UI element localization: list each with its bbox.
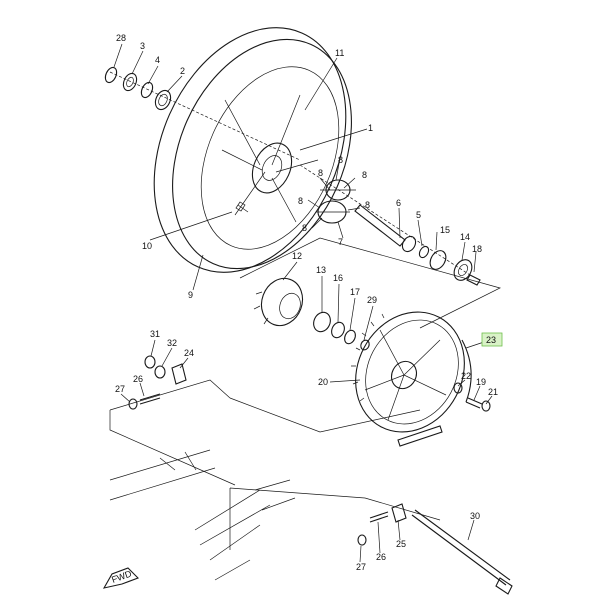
sprocket-group-box: [239, 237, 501, 329]
callout-3: 3: [140, 41, 145, 51]
callout-7: 7: [338, 237, 343, 247]
fwd-label: FWD: [110, 568, 133, 585]
callout-6: 6: [396, 198, 401, 208]
callout-4: 4: [155, 55, 160, 65]
callout-20: 20: [318, 377, 328, 387]
callout-13: 13: [316, 265, 326, 275]
callout-14: 14: [460, 232, 470, 242]
callout-26b: 26: [376, 552, 386, 562]
callout-5: 5: [416, 210, 421, 220]
left-adjuster-parts: [128, 355, 187, 410]
callout-1: 1: [368, 123, 373, 133]
callout-32: 32: [167, 338, 177, 348]
rear-axle: [411, 509, 513, 595]
callout-8d: 8: [365, 200, 370, 210]
leader-lines: [113, 43, 493, 563]
swingarm-box-lower: [229, 487, 441, 550]
rear-pulley: [351, 311, 465, 433]
callout-29: 29: [367, 295, 377, 305]
forward-arrow-icon: FWD: [102, 567, 139, 589]
callout-27a: 27: [115, 384, 125, 394]
bearing-set-upper: [104, 66, 172, 111]
callout-28: 28: [116, 33, 126, 43]
bearing-set-lower: [313, 311, 370, 351]
callout-26a: 26: [133, 374, 143, 384]
callout-11: 11: [335, 48, 344, 58]
callout-8e: 8: [298, 196, 303, 206]
callout-21: 21: [488, 387, 498, 397]
callout-8a: 8: [338, 155, 343, 165]
callout-numbers: 28 3 4 2 11 1 8 8 8 8 8 8 7 10 9 6 5 15 …: [115, 33, 503, 572]
callout-16: 16: [333, 273, 343, 283]
callout-25: 25: [396, 539, 406, 549]
swingarm: [109, 449, 296, 581]
callout-12: 12: [292, 251, 302, 261]
callout-8f: 8: [302, 223, 307, 233]
callout-17: 17: [350, 287, 360, 297]
swingarm-box-upper: [109, 379, 421, 486]
callout-24: 24: [184, 348, 194, 358]
callout-23: 23: [486, 335, 496, 345]
callout-30: 30: [470, 511, 480, 521]
drive-belt: [397, 425, 443, 447]
callout-10: 10: [142, 241, 152, 251]
pulley-bolts: [453, 382, 491, 412]
rear-tire: [153, 27, 352, 273]
callout-9: 9: [188, 290, 193, 300]
callout-8c: 8: [318, 168, 323, 178]
belt-guard: [461, 339, 472, 403]
callout-8b: 8: [362, 170, 367, 180]
callout-23-highlight: [481, 332, 503, 347]
clutch-hub: [253, 277, 304, 327]
callout-22: 22: [461, 371, 471, 381]
callout-31: 31: [150, 329, 160, 339]
callout-19: 19: [476, 377, 486, 387]
right-adjuster-parts: [357, 503, 407, 546]
callout-15: 15: [440, 225, 450, 235]
wheel-damper: [316, 179, 356, 224]
callout-18: 18: [472, 244, 482, 254]
callout-27b: 27: [356, 562, 366, 572]
callout-2: 2: [180, 66, 185, 76]
